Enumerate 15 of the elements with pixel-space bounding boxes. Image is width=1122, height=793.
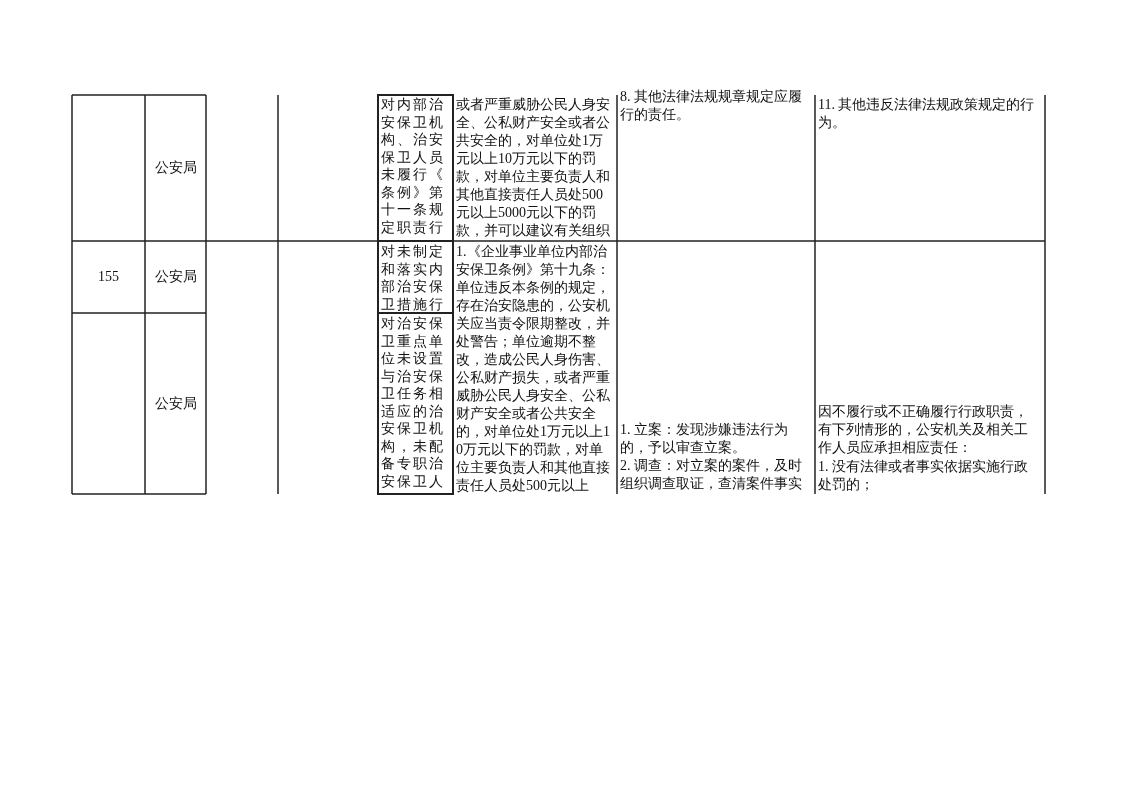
violation-description: 对治安保卫重点单位未设置与治安保卫任务相适应的治安保卫机构，未配备专职治安保卫人	[381, 316, 445, 489]
authority-name: 公安局	[154, 159, 197, 177]
row-number: 155	[98, 268, 119, 286]
violation-description: 对内部治安保卫机构、治安保卫人员未履行《条例》第十一条规定职责行	[381, 97, 445, 235]
liability-text: 因不履行或不正确履行行政职责，有下列情形的，公安机关及相关工作人员应承担相应责任：	[818, 404, 1028, 455]
violation-description: 对未制定和落实内部治安保卫措施行	[381, 244, 445, 312]
authority-name: 公安局	[154, 268, 197, 286]
authority-name: 公安局	[154, 394, 197, 413]
liability-text: 1. 没有法律或者事实依据实施行政处罚的；	[818, 459, 1028, 492]
procedure-text: 2. 调查：对立案的案件，及时组织调查取证，查清案件事实	[620, 458, 802, 491]
procedure-text: 1. 立案：发现涉嫌违法行为的，予以审查立案。	[620, 422, 788, 455]
liability-text: 11. 其他违反法律法规政策规定的行为。	[818, 97, 1035, 130]
procedure-text: 8. 其他法律法规规章规定应履行的责任。	[620, 89, 802, 122]
legal-basis-text: 或者严重威胁公民人身安全、公私财产安全或者公共安全的，对单位处1万元以上10万元以下的罚款，对单位主要负责人和其他直接责任人员处500元以上5000元以下的罚款，并可以建议有关组织	[456, 97, 610, 238]
legal-basis-text: 1.《企业事业单位内部治安保卫条例》第十九条：单位违反本条例的规定，存在治安隐患的，公安机关应当责令限期整改，并处警告；单位逾期不整改，造成公民人身伤害、公私财产损失，或者严重威胁公民人身安全、公私财产安全或者公共安全的，对单位处1万元以上10万元以下的罚款，对单位主要负责人和其他直接责任人员处500元以上	[456, 244, 610, 493]
